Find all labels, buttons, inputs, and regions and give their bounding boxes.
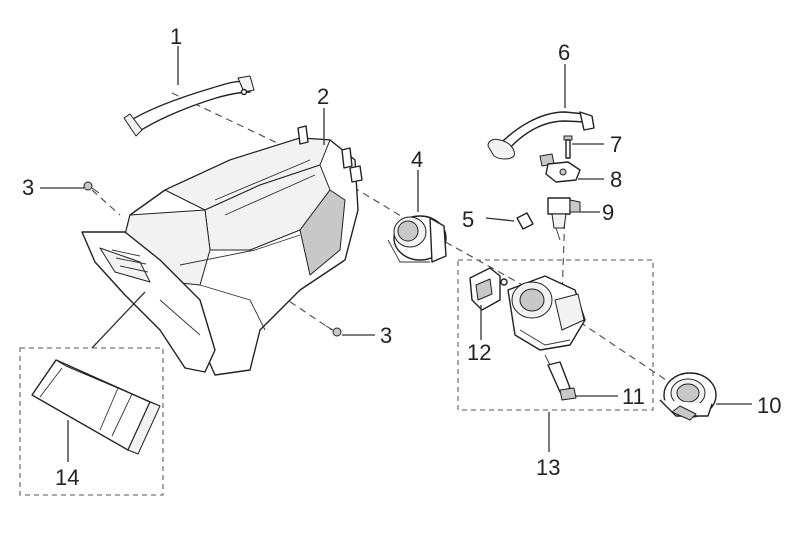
- throttle-body-assembly-box: [457, 259, 654, 411]
- leader-lines: [40, 46, 752, 462]
- screw-part-lower: [325, 325, 342, 337]
- callout-9: 9: [602, 200, 614, 225]
- vacuum-hose-part: [487, 111, 595, 167]
- air-filter-element-part: [31, 359, 161, 455]
- callout-10: 10: [757, 393, 781, 418]
- intake-connector-part: [387, 215, 447, 263]
- throttle-position-sensor-part: [469, 267, 508, 311]
- callout-11: 11: [622, 384, 645, 409]
- callout-2: 2: [317, 84, 329, 109]
- breather-hose-part: [123, 75, 255, 137]
- clip-part: [516, 212, 534, 230]
- throttle-body-part: [507, 275, 586, 351]
- screw-part-upper: [83, 181, 100, 194]
- injector-bracket-part: [545, 161, 581, 183]
- callout-labels: 1 2 3 3 4 5 6 7 8 9 10 11 12 13 14: [22, 24, 781, 490]
- callout-14: 14: [55, 465, 79, 490]
- air-filter-element-box: [19, 347, 164, 496]
- bolt-part: [563, 135, 573, 159]
- callout-4: 4: [411, 147, 423, 172]
- callout-7: 7: [610, 132, 622, 157]
- air-box-lower-cover-part: [81, 231, 216, 373]
- callout-12: 12: [467, 340, 491, 365]
- callout-5: 5: [462, 207, 474, 232]
- callout-3-upper: 3: [22, 175, 34, 200]
- clamp-connector-part: [659, 372, 717, 421]
- callout-13: 13: [536, 455, 560, 480]
- fuel-injector-part: [547, 197, 581, 241]
- callout-8: 8: [610, 167, 622, 192]
- callout-1: 1: [170, 24, 182, 49]
- air-box-housing-part: [119, 125, 363, 376]
- sensor-part: [544, 354, 577, 401]
- callout-3-lower: 3: [380, 323, 392, 348]
- callout-6: 6: [558, 40, 570, 65]
